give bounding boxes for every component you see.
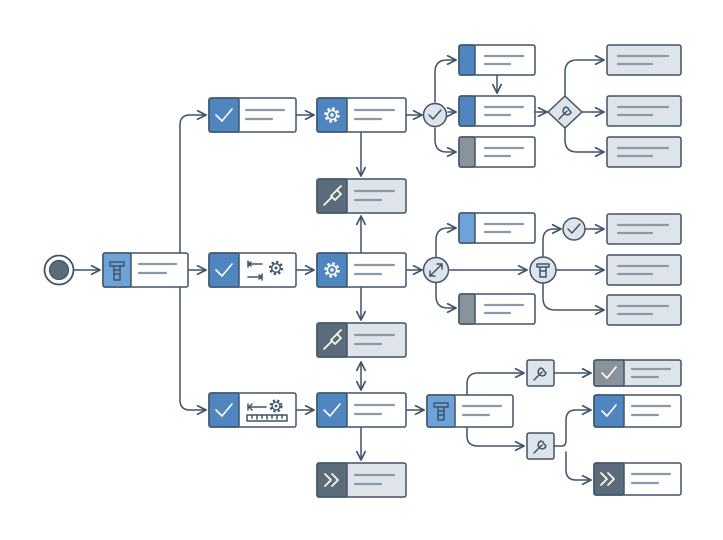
bolt-icon xyxy=(536,263,550,278)
bolt-icon xyxy=(433,402,449,421)
ruler-gear-icon xyxy=(246,399,288,422)
screwdriver-icon xyxy=(323,329,342,350)
card-tr-3 xyxy=(458,136,536,168)
start-node xyxy=(43,254,75,286)
junction-mid-bolt xyxy=(529,256,557,284)
gear-icon xyxy=(324,107,340,123)
wrench-node-2 xyxy=(526,432,555,460)
double-chevron-icon xyxy=(600,472,615,486)
edges xyxy=(73,54,605,486)
card-top-gear xyxy=(316,97,407,133)
card-top-tool xyxy=(316,178,407,214)
edge xyxy=(565,451,592,486)
card-mid-check xyxy=(208,252,297,288)
check-icon xyxy=(601,404,617,417)
check-icon xyxy=(215,108,233,122)
card-out-5 xyxy=(606,254,682,286)
card-out-4 xyxy=(606,213,682,245)
edge xyxy=(435,222,457,258)
bolt-icon xyxy=(109,261,125,281)
edge xyxy=(434,54,457,103)
edge xyxy=(542,283,605,316)
check-icon xyxy=(567,223,581,234)
card-bot-next xyxy=(316,462,407,498)
wrench-node-1 xyxy=(526,359,555,387)
card-bot-check xyxy=(208,392,297,428)
check-icon xyxy=(428,109,442,120)
resize-icon xyxy=(429,263,443,277)
card-root xyxy=(102,252,189,288)
card-top-check xyxy=(208,97,297,133)
wrench-icon xyxy=(533,367,547,381)
card-out-2 xyxy=(606,95,682,127)
edge xyxy=(564,127,605,158)
card-br-3 xyxy=(593,462,682,496)
card-out-3 xyxy=(606,136,682,168)
check-icon xyxy=(215,263,233,277)
edge xyxy=(434,127,457,158)
card-mr-1 xyxy=(458,212,536,244)
card-bot-bolt xyxy=(426,394,514,428)
card-out-6 xyxy=(606,294,682,326)
wrench-icon xyxy=(533,440,547,454)
edge xyxy=(542,223,562,257)
screwdriver-icon xyxy=(323,185,342,206)
card-mr-2 xyxy=(458,293,536,325)
junction-top-check xyxy=(422,102,448,128)
card-br-1 xyxy=(593,359,682,387)
check-icon xyxy=(323,403,341,417)
junction-mid-check xyxy=(562,217,586,241)
decision-wrench xyxy=(546,94,584,130)
junction-mid-resize xyxy=(422,256,450,284)
edge xyxy=(179,109,207,256)
card-mid-gear xyxy=(316,252,407,288)
edge xyxy=(553,404,592,447)
card-tr-1 xyxy=(458,44,536,76)
card-bot-check2 xyxy=(316,392,407,428)
card-mid-tool xyxy=(316,322,407,358)
edge xyxy=(435,282,457,314)
edge xyxy=(466,425,525,452)
edge xyxy=(466,367,525,395)
double-chevron-icon xyxy=(324,473,339,487)
wrench-icon xyxy=(558,106,572,120)
check-icon xyxy=(215,403,233,417)
edge xyxy=(179,284,207,416)
measure-gear-icon xyxy=(247,260,284,281)
card-out-1 xyxy=(606,44,682,76)
card-tr-2 xyxy=(458,95,536,127)
card-br-2 xyxy=(593,394,682,428)
edge xyxy=(564,54,605,97)
check-icon xyxy=(601,366,617,379)
gear-icon xyxy=(324,262,340,278)
